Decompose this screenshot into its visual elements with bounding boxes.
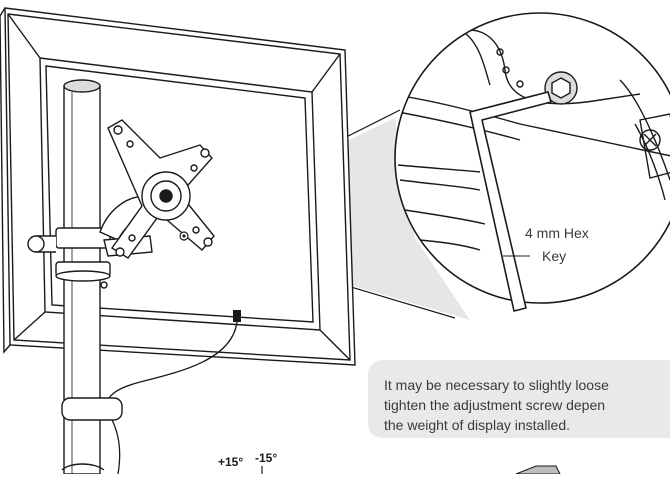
note-box: It may be necessary to slightly loose ti… <box>368 360 670 438</box>
detail-magnifier: 4 mm Hex Key <box>394 12 670 312</box>
note-line-2: tighten the adjustment screw depen <box>384 397 605 413</box>
adjustment-screw <box>179 231 189 241</box>
cable-clip <box>61 397 123 421</box>
tilt-minus-label: -15° <box>255 451 277 465</box>
hex-key <box>469 91 552 312</box>
hex-socket <box>551 77 571 99</box>
note-line-1: It may be necessary to slightly loose <box>384 377 609 393</box>
next-figure-fragment <box>515 465 561 475</box>
vesa-plate <box>107 119 215 259</box>
monitor-cable <box>106 310 241 475</box>
tilt-angles: +15° -15° <box>218 451 277 474</box>
cable-connector <box>233 310 241 322</box>
tilt-plus-label: +15° <box>218 455 243 469</box>
hex-key-label-line1: 4 mm Hex <box>525 225 589 241</box>
hex-key-label-line2: Key <box>542 248 566 264</box>
note-line-3: the weight of display installed. <box>384 417 570 433</box>
pole-clamp <box>27 227 111 289</box>
